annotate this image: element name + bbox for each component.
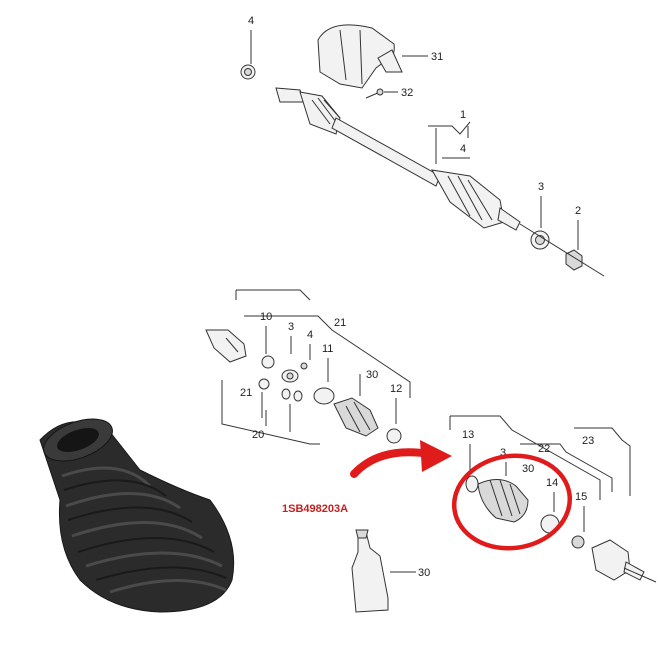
inner-joint-part — [205, 329, 247, 363]
svg-text:22: 22 — [538, 443, 550, 455]
bolt-part — [365, 88, 384, 99]
callout-3-top: 3 — [538, 181, 544, 228]
nut-part — [565, 249, 583, 271]
clamp-part-12 — [386, 428, 402, 444]
callout-22: 22 — [520, 443, 613, 492]
cv-boot-photo — [39, 418, 235, 613]
callout-12: 12 — [390, 383, 402, 424]
svg-text:23: 23 — [582, 435, 594, 447]
callout-30-b: 30 — [522, 463, 534, 475]
svg-text:21: 21 — [334, 317, 346, 329]
callout-2: 2 — [575, 205, 581, 250]
callout-4-mid: 4 — [442, 143, 470, 159]
outer-boot-part — [477, 479, 529, 523]
svg-text:10: 10 — [260, 311, 272, 323]
svg-text:4: 4 — [460, 143, 466, 155]
svg-text:4: 4 — [248, 15, 254, 27]
clamp-part-11 — [313, 387, 335, 405]
ring-part-small-a — [281, 388, 291, 400]
svg-text:3: 3 — [538, 181, 544, 193]
svg-text:14: 14 — [546, 477, 558, 489]
svg-text:30: 30 — [522, 463, 534, 475]
svg-text:30: 30 — [366, 369, 378, 381]
outer-joint-stub — [623, 561, 645, 581]
ring-part-small-b — [293, 390, 303, 402]
callout-31: 31 — [402, 51, 443, 63]
callout-3-b: 3 — [500, 447, 507, 476]
callout-30-c: 30 — [390, 567, 430, 579]
callout-4-a: 4 — [307, 329, 313, 360]
circlip-part — [300, 362, 308, 370]
svg-text:30: 30 — [418, 567, 430, 579]
svg-text:31: 31 — [431, 51, 443, 63]
callout-14: 14 — [546, 477, 558, 512]
part-number-label: 1SB498203A — [282, 503, 348, 515]
highlight-circle — [451, 453, 573, 551]
seal-ring-hole — [244, 68, 252, 76]
svg-text:3: 3 — [500, 447, 506, 459]
callout-13: 13 — [462, 429, 474, 470]
inner-boot-ribs — [345, 401, 371, 433]
svg-text:21: 21 — [240, 387, 252, 399]
svg-text:32: 32 — [401, 87, 413, 99]
callout-3-a: 3 — [288, 321, 294, 354]
callout-4-top: 4 — [248, 15, 254, 64]
svg-text:20: 20 — [252, 429, 264, 441]
inner-boot-part — [333, 397, 379, 437]
highlight-arrow-head — [420, 440, 452, 472]
callout-21-b: 21 — [240, 387, 263, 418]
svg-text:4: 4 — [307, 329, 313, 341]
axis-line-bottom — [623, 567, 657, 583]
callout-23: 23 — [574, 427, 631, 496]
outer-joint-part — [591, 539, 631, 581]
grease-tube-part — [351, 529, 389, 613]
clamp-part-15 — [571, 535, 585, 549]
callout-10: 10 — [260, 311, 272, 354]
highlight-arrow — [350, 448, 434, 478]
callout-15: 15 — [575, 491, 587, 532]
axis-line-top — [519, 223, 605, 277]
ring-part-13 — [465, 475, 479, 493]
svg-text:12: 12 — [390, 383, 402, 395]
callout-11: 11 — [322, 343, 333, 382]
inner-joint-detail — [225, 337, 239, 353]
svg-text:13: 13 — [462, 429, 474, 441]
callout-32: 32 — [384, 87, 413, 99]
ring-part-21 — [258, 378, 270, 390]
callout-bracket-right — [449, 415, 601, 500]
callout-20: 20 — [221, 380, 320, 445]
heat-shield-part — [317, 24, 403, 89]
svg-text:15: 15 — [575, 491, 587, 503]
svg-text:2: 2 — [575, 205, 581, 217]
svg-text:11: 11 — [322, 343, 333, 355]
ring-part-10 — [261, 355, 275, 369]
callout-21-bracket: 21 — [235, 289, 411, 398]
callout-30-a: 30 — [359, 369, 378, 396]
svg-text:3: 3 — [288, 321, 294, 333]
callout-1: 1 — [428, 109, 471, 164]
tripod-hub — [286, 372, 294, 380]
driveshaft-part — [275, 87, 521, 231]
outer-boot-ribs — [489, 479, 521, 517]
svg-text:1: 1 — [460, 109, 466, 121]
